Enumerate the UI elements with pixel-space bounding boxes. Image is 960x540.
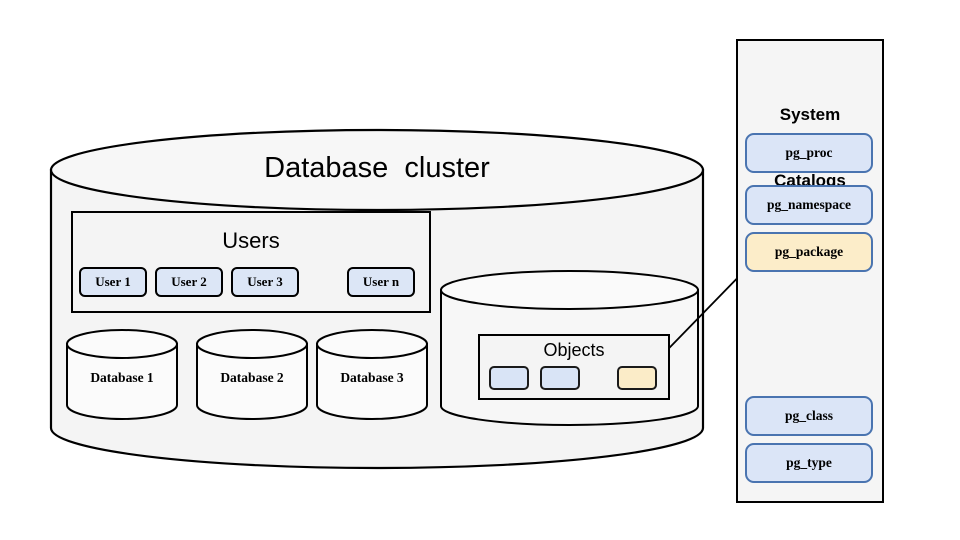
users-title: Users: [222, 228, 280, 253]
catalog-chip-pg-package[interactable]: pg_package: [745, 232, 873, 272]
object-chip-1[interactable]: [489, 366, 529, 390]
user-chip-3[interactable]: User 3: [231, 267, 299, 297]
database-label-1: Database 1: [90, 370, 154, 385]
cluster-title: Database cluster: [264, 152, 490, 184]
object-chip-2[interactable]: [540, 366, 580, 390]
user-chip-1[interactable]: User 1: [79, 267, 147, 297]
database-label-3: Database 3: [340, 370, 404, 385]
user-chip-2[interactable]: User 2: [155, 267, 223, 297]
user-chip-n[interactable]: User n: [347, 267, 415, 297]
database-label-2: Database 2: [220, 370, 284, 385]
catalog-chip-pg-type[interactable]: pg_type: [745, 443, 873, 483]
object-chip-package[interactable]: [617, 366, 657, 390]
catalog-chip-pg-proc[interactable]: pg_proc: [745, 133, 873, 173]
system-catalogs-heading-line1: System: [779, 105, 841, 124]
users-group-box: [71, 211, 431, 313]
catalog-chip-pg-namespace[interactable]: pg_namespace: [745, 185, 873, 225]
objects-title: Objects: [543, 340, 605, 360]
catalog-chip-pg-class[interactable]: pg_class: [745, 396, 873, 436]
